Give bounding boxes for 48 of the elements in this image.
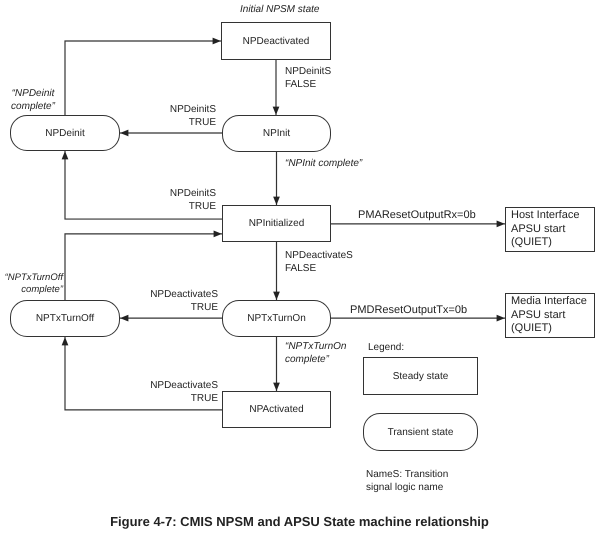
figure-caption: Figure 4-7: CMIS NPSM and APSU State machine relationship [109,514,490,530]
steady-state-box [222,205,331,242]
arrow [120,130,222,136]
arrow [120,314,222,322]
edge-label: NPDeactivateS TRUE [149,289,218,314]
state-name: Media Interface APSU start (QUIET) [511,294,588,336]
arrow [331,314,505,322]
edge-label: “NPTxTurnOff complete” [4,272,63,296]
edge-label: NPDeinitS TRUE [168,188,216,213]
steady-state-box [222,391,331,428]
edge-label: NPDeactivateS TRUE [149,380,218,405]
state-name: NPTxTurnOff [36,313,94,324]
transient-state-box [10,300,120,337]
node-note: Initial NPSM state [240,4,320,16]
state-name: NPDeinit [45,128,85,138]
edge-label: “NPInit complete” [285,158,364,170]
arrow [273,337,280,391]
transient-state-box [222,115,331,152]
transient-state-box [10,115,120,151]
state-name: NPDeactivated [242,36,310,46]
arrow [62,151,222,220]
state-name: NPActivated [249,404,304,415]
arrow [273,242,280,300]
transient-state-box [222,300,331,337]
arrow [64,38,221,115]
steady-state-box [221,22,331,60]
edge-label: “NPTxTurnOn complete” [285,341,348,366]
arrow [273,152,280,205]
edge-label: NPDeinitS FALSE [285,66,332,91]
state-name: NPTxTurnOn [247,313,306,324]
apsu-box [505,207,595,252]
edge-label: PMAResetOutputRx=0b [358,209,477,223]
apsu-box [505,293,595,338]
state-name: NPInit [262,128,290,139]
legend-text: Steady state [392,370,448,382]
legend-text: Transient state [388,426,454,438]
arrow [62,337,222,410]
legend-heading: Legend: [368,342,406,354]
arrow [64,230,222,300]
arrow [331,220,505,228]
edge-label: NPDeinitS TRUE [168,104,216,129]
edge-label: NPDeactivateS FALSE [285,250,354,275]
state-name: Host Interface APSU start (QUIET) [511,208,580,250]
note: NameS: Transition signal logic name [366,469,450,494]
edge-label: “NPDeinit complete” [10,88,56,113]
state-name: NPInitialized [248,218,304,229]
edge-label: PMDResetOutputTx=0b [350,304,468,318]
arrow [272,60,280,115]
